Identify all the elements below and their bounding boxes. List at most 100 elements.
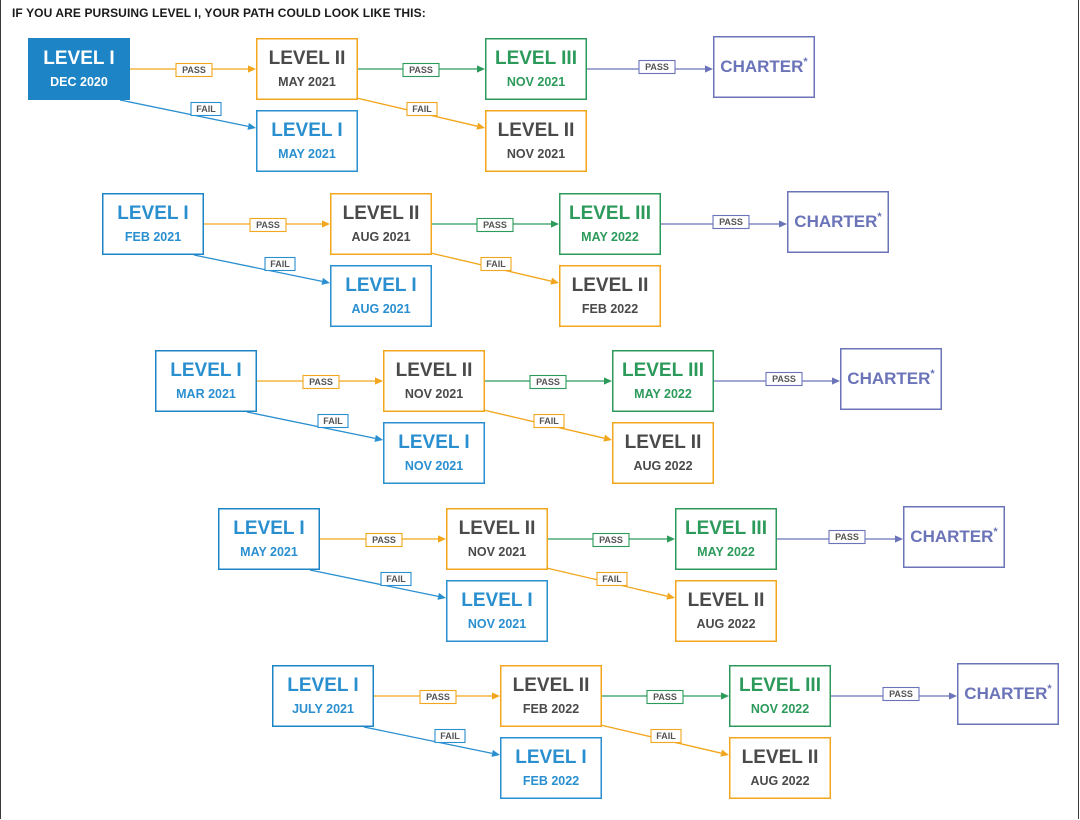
path-1-fail-arrow-2-head	[476, 122, 485, 130]
path-3-pass-tag-3-text: PASS	[772, 374, 796, 384]
path-1-level3-box-title: LEVEL III	[495, 48, 577, 69]
path-4-retake-level1-box-date: NOV 2021	[468, 617, 526, 631]
path-4-pass-arrow-3-head	[895, 535, 903, 543]
path-4-fail-tag-2-frame	[596, 571, 628, 587]
path-3-retake-level1-box-frame	[383, 422, 485, 484]
path-5-retake-level2-box-frame	[729, 737, 831, 799]
path-3-pass-arrow-3-head	[832, 377, 840, 385]
path-1-retake-level1-box-frame	[256, 110, 358, 172]
path-5-pass-tag-1: PASS	[419, 689, 457, 705]
path-4-pass-tag-2: PASS	[592, 532, 630, 548]
path-2-level3-box-title: LEVEL III	[569, 203, 651, 224]
path-5-fail-tag-1-text: FAIL	[440, 731, 460, 741]
path-3-start-box-frame	[155, 350, 257, 412]
path-4-charter-box: CHARTER*	[903, 506, 1005, 568]
path-4-retake-level2-box-frame	[675, 580, 777, 642]
path-1-charter-box: CHARTER*	[713, 36, 815, 98]
path-2-pass-tag-2-frame	[476, 217, 514, 233]
path-4-retake-level1-box-title: LEVEL I	[461, 590, 532, 611]
path-5-pass-arrow-3-head	[949, 692, 957, 700]
path-1-charter-frame	[713, 36, 815, 98]
path-2-level2-box-date: AUG 2021	[351, 230, 410, 244]
path-2-retake-level1-box: LEVEL I AUG 2021	[330, 265, 432, 327]
path-3-charter-word: CHARTER	[847, 369, 930, 388]
path-5-level3-box-date: NOV 2022	[751, 702, 809, 716]
path-2-retake-level2-box-date: FEB 2022	[582, 302, 638, 316]
path-3-fail-arrow-1-head	[374, 434, 383, 442]
path-3-pass-arrow-1-head	[375, 377, 383, 385]
path-4-fail-tag-2: FAIL	[596, 571, 628, 587]
path-1-pass-arrow-3-head	[705, 65, 713, 73]
path-1-pass-arrow-2-head	[477, 65, 485, 73]
path-1-fail-tag-2: FAIL	[406, 101, 438, 117]
path-2-pass-tag-2-text: PASS	[483, 220, 507, 230]
path-4-pass-arrow-1-head	[438, 535, 446, 543]
path-1-retake-level2-box-frame	[485, 110, 587, 172]
path-1-pass-tag-2-frame	[402, 62, 440, 78]
path-5-level2-box-date: FEB 2022	[523, 702, 579, 716]
path-1-retake-level1-box-date: MAY 2021	[278, 147, 336, 161]
path-5-fail-arrow-1-line	[363, 726, 493, 755]
path-2-pass-tag-1-frame	[249, 217, 287, 233]
path-2-retake-level1-box-date: AUG 2021	[351, 302, 410, 316]
path-3-pass-tag-2-frame	[529, 374, 567, 390]
path-4-retake-level1-box-frame	[446, 580, 548, 642]
path-2-fail-tag-2-text: FAIL	[486, 259, 506, 269]
path-2-pass-tag-1-text: PASS	[256, 220, 280, 230]
path-3-pass-tag-2: PASS	[529, 374, 567, 390]
path-4-charter-word: CHARTER	[910, 527, 993, 546]
path-1-fail-arrow-1-line	[119, 99, 249, 128]
path-4-pass-tag-3-frame	[828, 529, 866, 545]
path-5-pass-tag-2-frame	[646, 689, 684, 705]
path-5-charter-asterisk: *	[1047, 683, 1052, 695]
path-5-start-box-frame	[272, 665, 374, 727]
path-1-retake-level1-box-title: LEVEL I	[271, 120, 342, 141]
path-5-pass-tag-2: PASS	[646, 689, 684, 705]
path-1-pass-arrow-1-head	[248, 65, 256, 73]
path-2-level3-box-frame	[559, 193, 661, 255]
path-5-start-box-date: JULY 2021	[292, 702, 354, 716]
path-1-pass-tag-3-text: PASS	[645, 62, 669, 72]
path-5-fail-tag-2: FAIL	[650, 728, 682, 744]
path-3-charter-frame	[840, 348, 942, 410]
path-5-fail-tag-2-text: FAIL	[656, 731, 676, 741]
path-3-fail-tag-1: FAIL	[317, 413, 349, 429]
path-1-level2-box-title: LEVEL II	[269, 48, 346, 69]
path-3-start-box-title: LEVEL I	[170, 360, 241, 381]
path-3-retake-level1-box-date: NOV 2021	[405, 459, 463, 473]
path-1-start-box-title: LEVEL I	[43, 48, 114, 69]
path-3-pass-tag-1: PASS	[302, 374, 340, 390]
path-1-pass-tag-2-text: PASS	[409, 65, 433, 75]
path-1-pass-tag-1-frame	[175, 62, 213, 78]
path-1-fail-tag-1-frame	[190, 101, 222, 117]
path-5-fail-tag-1-frame	[434, 728, 466, 744]
path-2-fail-tag-1-frame	[264, 256, 296, 272]
path-5-pass-tag-3-text: PASS	[889, 689, 913, 699]
path-5-retake-level1-box-date: FEB 2022	[523, 774, 579, 788]
path-1-fail-tag-2-frame	[406, 101, 438, 117]
path-4-pass-tag-2-text: PASS	[599, 535, 623, 545]
path-4-level2-box-date: NOV 2021	[468, 545, 526, 559]
path-1-level2-box-date: MAY 2021	[278, 75, 336, 89]
path-2-pass-arrow-2-head	[551, 220, 559, 228]
path-3-charter-box: CHARTER*	[840, 348, 942, 410]
path-2-level2-box-title: LEVEL II	[343, 203, 420, 224]
path-3-fail-arrow-1	[246, 411, 383, 442]
path-4-charter-frame	[903, 506, 1005, 568]
path-3-fail-arrow-2-head	[603, 434, 612, 442]
path-1-retake-level1-box: LEVEL I MAY 2021	[256, 110, 358, 172]
path-2-fail-arrow-1	[193, 254, 330, 285]
path-2-retake-level1-box-title: LEVEL I	[345, 275, 416, 296]
path-2-level2-box: LEVEL II AUG 2021	[330, 193, 432, 255]
path-3-fail-tag-2-text: FAIL	[539, 416, 559, 426]
path-2-fail-tag-2: FAIL	[480, 256, 512, 272]
path-3-start-box-date: MAR 2021	[176, 387, 236, 401]
